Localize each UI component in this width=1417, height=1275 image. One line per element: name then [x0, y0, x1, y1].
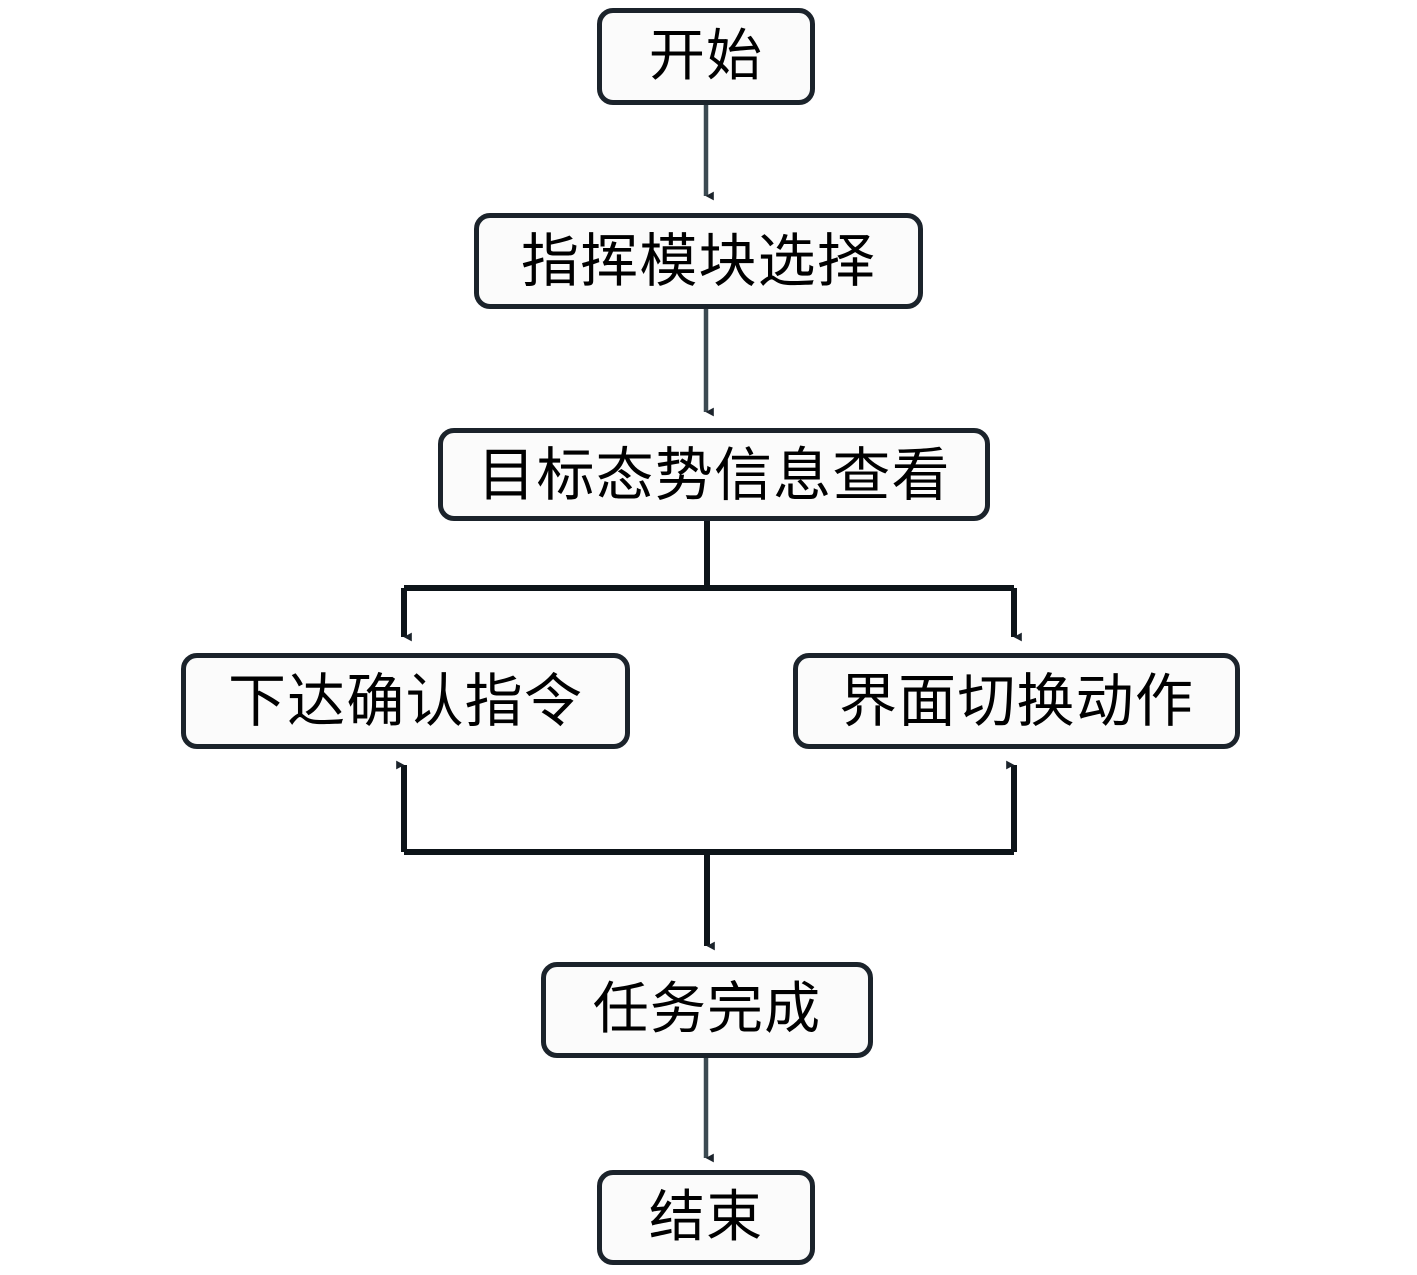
- edge-merge-to-done: [404, 849, 1014, 951]
- node-issue-confirm-command[interactable]: 下达确认指令: [181, 653, 630, 749]
- node-start[interactable]: 开始: [597, 8, 815, 105]
- node-end[interactable]: 结束: [597, 1170, 815, 1265]
- node-interface-switch-action[interactable]: 界面切换动作: [793, 653, 1240, 749]
- node-task-complete[interactable]: 任务完成: [541, 962, 873, 1058]
- node-command-module-selection[interactable]: 指挥模块选择: [474, 213, 923, 309]
- node-command-module-selection-label: 指挥模块选择: [521, 227, 876, 295]
- node-issue-confirm-command-label: 下达确认指令: [228, 667, 583, 735]
- node-start-label: 开始: [648, 23, 764, 89]
- node-end-label: 结束: [648, 1184, 764, 1250]
- node-task-complete-label: 任务完成: [592, 977, 822, 1042]
- node-target-situation-view-label: 目标态势信息查看: [477, 440, 951, 509]
- edge-view-split-stem: [404, 521, 1014, 591]
- node-interface-switch-action-label: 界面切换动作: [839, 667, 1194, 735]
- node-target-situation-view[interactable]: 目标态势信息查看: [438, 428, 990, 521]
